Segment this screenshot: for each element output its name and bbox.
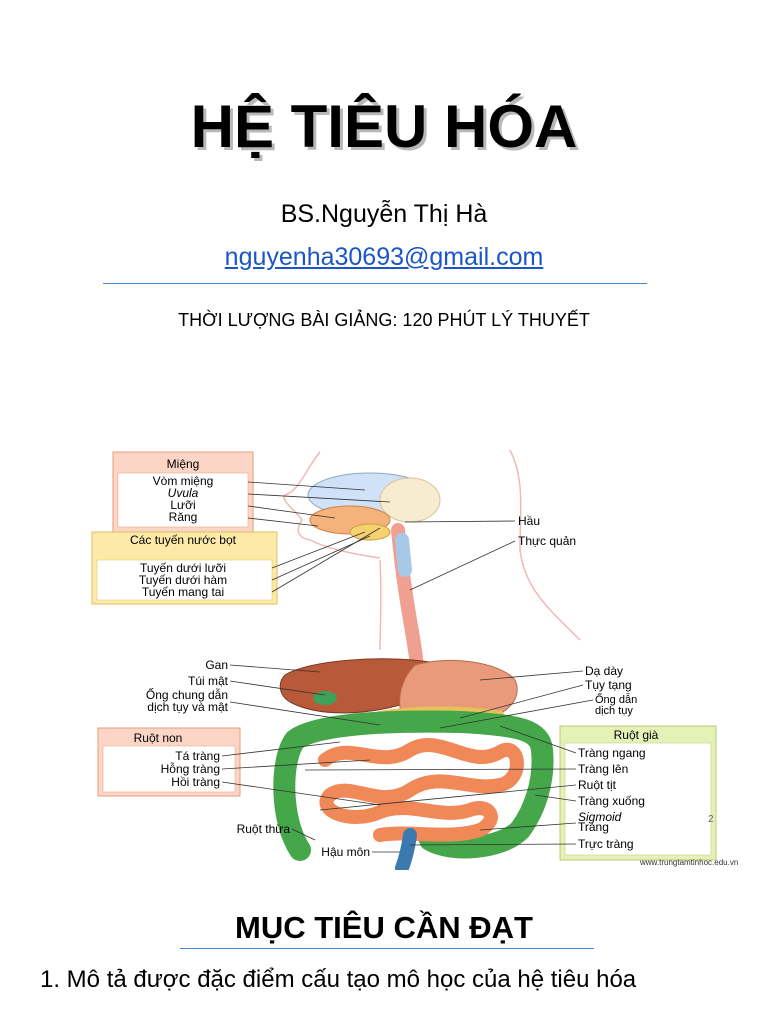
large-intestine-title: Ruột già	[614, 728, 659, 742]
label-anus: Hậu môn	[321, 845, 370, 859]
gallbladder-shape	[313, 691, 337, 705]
salivary-item: Tuyến dưới hàm	[139, 573, 227, 587]
label-stomach: Dạ dày	[585, 664, 623, 678]
mouth-box-inner	[117, 472, 249, 528]
large-intestine-item: Tràng ngang	[578, 746, 646, 760]
objectives-heading: MỤC TIÊU CẦN ĐẠT	[235, 910, 533, 945]
lecture-duration: THỜI LƯỢNG BÀI GIẢNG: 120 PHÚT LÝ THUYẾT	[178, 310, 590, 330]
large-intestine-item: Tràng	[578, 820, 609, 834]
small-intestine-box-inner	[102, 745, 236, 793]
mouth-item: Uvula	[168, 486, 199, 500]
salivary-item: Tuyến dưới lưỡi	[140, 561, 226, 575]
back-outline	[509, 449, 581, 641]
small-intestine-title: Ruột non	[134, 731, 183, 745]
nasal-shape	[379, 477, 441, 523]
large-intestine-box-inner	[564, 742, 712, 856]
label-esophagus: Thực quản	[518, 534, 576, 548]
label-appendix: Ruột thừa	[237, 822, 291, 836]
small-intestine-item: Hỗng tràng	[161, 761, 220, 776]
large-intestine-shape	[273, 710, 554, 861]
objective-item: 1. Mô tả được đặc điểm cấu tạo mô học củ…	[40, 966, 637, 993]
author-name: BS.Nguyễn Thị Hà	[280, 200, 488, 228]
watermark: www.trungtamtinhoc.edu.vn	[639, 858, 738, 867]
large-intestine-item: Tràng xuống	[578, 794, 645, 808]
mouth-item: Răng	[169, 510, 198, 524]
rectum-shape	[395, 828, 417, 870]
label-liver: Gan	[205, 658, 228, 672]
head-outline	[283, 451, 381, 559]
large-intestine-item: Trực tràng	[578, 837, 634, 851]
large-intestine-item: Tràng lên	[578, 762, 628, 776]
mouth-item: Lưỡi	[170, 498, 195, 512]
neck-outline	[379, 559, 382, 651]
mouth-title: Miệng	[167, 457, 200, 471]
label-pharynx: Hầu	[518, 514, 540, 528]
small-intestine-shape	[318, 738, 524, 842]
salivary-item: Tuyến mang tai	[142, 585, 224, 599]
trachea-shape	[395, 533, 412, 577]
mouth-item: Vòm miệng	[153, 474, 214, 488]
divider	[103, 283, 647, 284]
small-intestine-item: Tá tràng	[175, 749, 220, 763]
digestive-system-diagram: Miệng Vòm miệng Uvula Lưỡi Răng Các tuyế…	[91, 449, 738, 870]
page-number: 2	[708, 814, 714, 825]
leader-lines	[221, 481, 594, 853]
large-intestine-item: Sigmoid	[578, 810, 622, 824]
salivary-title: Các tuyến nước bọt	[130, 533, 237, 547]
divider	[180, 948, 594, 949]
label-pancreas: Tụy tạng	[585, 678, 632, 692]
salivary-gland-shape	[349, 523, 391, 541]
large-intestine-item: Ruột tịt	[578, 778, 617, 792]
label-gallbladder: Túi mật	[188, 674, 229, 688]
page-title: HỆ TIÊU HÓA	[190, 93, 578, 160]
email-link[interactable]: nguyenha30693@gmail.com	[224, 243, 544, 271]
small-intestine-item: Hồi tràng	[171, 775, 220, 789]
